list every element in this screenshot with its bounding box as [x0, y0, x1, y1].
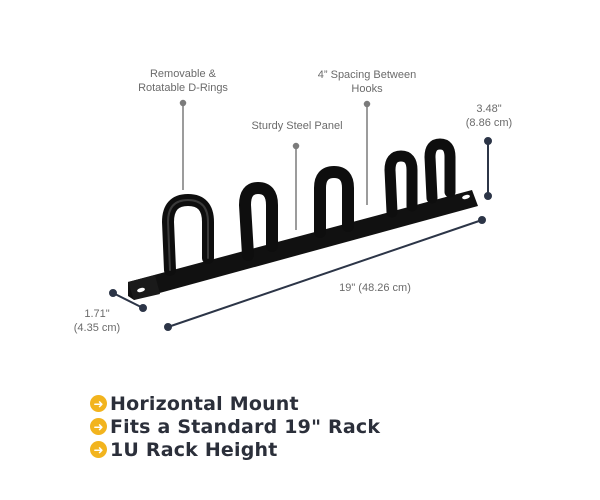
feature-label: Horizontal Mount	[110, 392, 299, 415]
feature-list: ➜ Horizontal Mount ➜ Fits a Standard 19"…	[90, 392, 380, 461]
arrow-right-circle-icon: ➜	[90, 441, 107, 458]
dimension-lines	[109, 137, 492, 331]
arrow-right-circle-icon: ➜	[90, 418, 107, 435]
dimension-depth-line1: 3.48"	[476, 103, 502, 115]
callout-panel: Sturdy Steel Panel	[245, 119, 349, 133]
dimension-length: 19" (48.26 cm)	[328, 281, 422, 295]
callout-leaders	[179, 99, 371, 230]
d-rings	[161, 138, 456, 276]
feature-item: ➜ Horizontal Mount	[90, 392, 380, 415]
callout-d-rings: Removable & Rotatable D-Rings	[124, 67, 242, 95]
callout-d-rings-line2: Rotatable D-Rings	[138, 82, 228, 94]
panel-flange	[128, 275, 160, 300]
panel-front	[128, 190, 478, 300]
dimension-height-line1: 1.71"	[84, 308, 110, 320]
feature-label: Fits a Standard 19" Rack	[110, 415, 381, 438]
d-ring-3	[314, 165, 354, 238]
d-ring-5	[424, 138, 456, 204]
d-ring-2	[238, 181, 278, 261]
callout-d-rings-line1: Removable &	[149, 68, 217, 80]
feature-item: ➜ 1U Rack Height	[90, 438, 380, 461]
feature-item: ➜ Fits a Standard 19" Rack	[90, 415, 380, 438]
arrow-right-circle-icon: ➜	[90, 395, 107, 412]
d-ring-1	[161, 193, 214, 276]
dimension-depth: 3.48" (8.86 cm)	[458, 102, 520, 130]
dimension-length-line1: 19" (48.26 cm)	[339, 282, 411, 294]
dimension-depth-line2: (8.86 cm)	[465, 117, 513, 129]
feature-label: 1U Rack Height	[110, 438, 278, 461]
callout-panel-line1: Sturdy Steel Panel	[251, 120, 343, 132]
callout-spacing: 4” Spacing Between Hooks	[305, 68, 429, 96]
callout-spacing-line2: Hooks	[351, 83, 383, 95]
dimension-height-line2: (4.35 cm)	[73, 322, 121, 334]
mounting-slots	[137, 194, 470, 293]
dimension-height: 1.71" (4.35 cm)	[66, 307, 128, 335]
d-ring-4	[384, 150, 418, 218]
callout-spacing-line1: 4” Spacing Between	[317, 69, 417, 81]
